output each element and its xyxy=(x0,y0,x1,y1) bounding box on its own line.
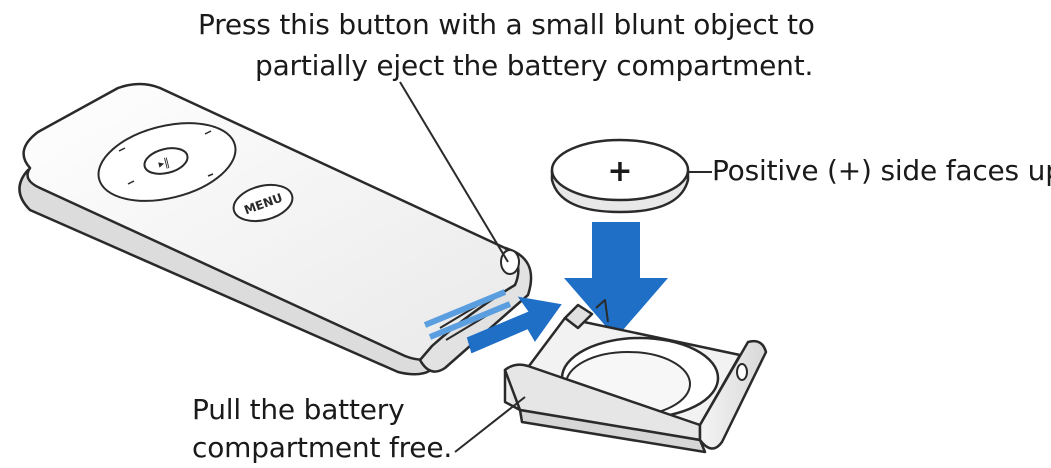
pull-instruction-line-2: compartment free. xyxy=(192,431,453,464)
battery-tray xyxy=(503,299,768,454)
pull-leader-line xyxy=(454,396,526,453)
remote-control xyxy=(18,82,533,376)
menu-button: MENU xyxy=(232,183,294,223)
pull-arrow xyxy=(423,289,562,354)
eject-instruction-line-2: partially eject the battery compartment. xyxy=(255,49,814,82)
eject-instruction-line-1: Press this button with a small blunt obj… xyxy=(198,8,815,41)
battery-orientation-note: Positive (+) side faces up. xyxy=(712,154,1051,187)
polarity-mark: + xyxy=(607,154,632,189)
down-arrow xyxy=(564,222,668,338)
coin-battery xyxy=(550,138,690,214)
eject-leader-line xyxy=(399,81,509,263)
pull-instruction-line-1: Pull the battery xyxy=(192,393,405,426)
play-pause-glyph: ▸‖ xyxy=(157,155,171,170)
click-wheel xyxy=(97,122,237,202)
leader-lines xyxy=(399,81,712,453)
